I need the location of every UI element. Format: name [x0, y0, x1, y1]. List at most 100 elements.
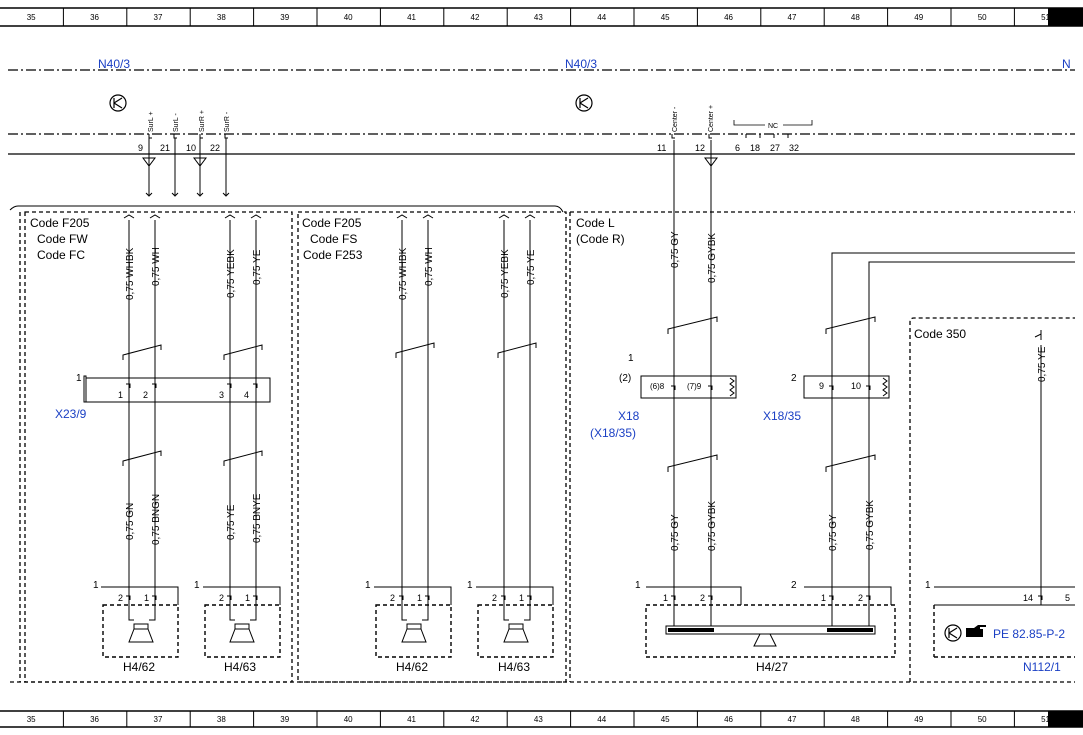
speaker-h4-63-mid	[476, 586, 554, 658]
amp-pin-10: 10	[186, 143, 196, 153]
amp-pin-32: 32	[789, 143, 799, 153]
amp-pin-18: 18	[750, 143, 760, 153]
ruler-label: 38	[217, 715, 226, 724]
h4-62-left-pin-1: 1	[144, 593, 149, 603]
n40-3-label-mid: N40/3	[565, 57, 597, 71]
ruler-label: 36	[90, 13, 99, 22]
connector-x18-35	[803, 375, 890, 399]
code-box-1-label: Code F205 Code FW Code FC	[30, 216, 90, 262]
h4-62-mid-pin-1: 1	[417, 593, 422, 603]
wire-color-label: 0,75 WHBK	[125, 247, 136, 300]
pin-label-center-minus: Center -	[672, 106, 679, 132]
wire-color-label: 0,75 YEBK	[226, 249, 237, 298]
svg-text:Code FS: Code FS	[310, 232, 357, 246]
wire-color-label: 0,75 BNYE	[252, 493, 263, 543]
pin-label-center-plus: Center +	[708, 105, 715, 132]
h4-27-pin-1a: 1	[663, 593, 668, 603]
x18-35-label: X18/35	[763, 409, 801, 423]
x23-9-index: 1	[76, 373, 82, 384]
pin-label-surl-plus: SurL +	[148, 111, 155, 132]
h4-63-left-index: 1	[194, 580, 200, 591]
ruler-label: 49	[914, 13, 923, 22]
wire-color-label: 0,75 BNGN	[151, 494, 162, 545]
amp-pin-11: 11	[657, 143, 666, 153]
svg-text:Code FC: Code FC	[37, 248, 85, 262]
connector-x18	[640, 375, 737, 399]
amp-pin-12: 12	[695, 143, 705, 153]
x23-9-pin-4: 4	[244, 390, 249, 400]
x18-index: 1	[628, 353, 634, 364]
h4-62-mid-index: 1	[365, 580, 371, 591]
ruler-label: 42	[471, 715, 480, 724]
n112-1-pin-14: 14	[1023, 593, 1033, 603]
n40-3-module	[8, 69, 1075, 155]
ruler-label: 50	[978, 715, 987, 724]
wire-color-label: 0,75 GYBK	[865, 500, 876, 550]
amp-pin-6: 6	[735, 143, 740, 153]
ground-icon	[575, 94, 593, 112]
n40-3-label-right: N	[1062, 57, 1071, 71]
h4-27-pin-2b: 2	[858, 593, 863, 603]
ruler-label: 35	[27, 715, 36, 724]
ruler-label: 41	[407, 715, 416, 724]
code-box-3-label: Code L (Code R)	[576, 216, 625, 246]
ruler-label: 46	[724, 13, 733, 22]
ruler-label: 39	[280, 13, 289, 22]
h4-63-mid-pin-2: 2	[492, 593, 497, 603]
h4-63-mid-label: H4/63	[498, 660, 530, 674]
h4-62-mid-pin-2: 2	[390, 593, 395, 603]
speaker-wires	[128, 140, 1075, 600]
pin-label-surl-minus: SurL -	[173, 113, 180, 132]
x18-pin-9: (7)9	[687, 382, 702, 391]
svg-text:Code FW: Code FW	[37, 232, 88, 246]
h4-27-index-2: 2	[791, 580, 797, 591]
wire-color-label: 0,75 YE	[526, 249, 537, 285]
amp-pin-22: 22	[210, 143, 220, 153]
n112-1-pin-5: 5	[1065, 593, 1070, 603]
wire-color-label: 0,75 WH	[424, 247, 435, 286]
x23-9-pin-1: 1	[118, 390, 123, 400]
ruler-label: 40	[344, 715, 353, 724]
x18-35-pin-10: 10	[851, 381, 861, 391]
ruler-label: 44	[597, 715, 606, 724]
ruler-label: 47	[788, 13, 797, 22]
ground-icon	[109, 94, 127, 112]
ruler-label: 49	[914, 715, 923, 724]
wire-end-markers	[123, 214, 1042, 340]
ruler-label: 47	[788, 715, 797, 724]
svg-text:Code F205: Code F205	[30, 216, 90, 230]
x23-9-pin-2: 2	[143, 390, 148, 400]
h4-27-pin-2a: 2	[700, 593, 705, 603]
svg-text:(Code R): (Code R)	[576, 232, 625, 246]
ruler-label: 48	[851, 715, 860, 724]
h4-62-left-label: H4/62	[123, 660, 155, 674]
svg-text:Code L: Code L	[576, 216, 615, 230]
wire-color-label: 0,75 YE	[252, 249, 263, 285]
code-box-2-label: Code F205 Code FS Code F253	[302, 216, 363, 262]
ruler-label: 36	[90, 715, 99, 724]
svg-text:Code F253: Code F253	[303, 248, 363, 262]
wire-color-label: 0,75 GYBK	[707, 501, 718, 551]
wire-color-label: 0,75 GY	[670, 231, 681, 268]
ruler-label: 43	[534, 715, 543, 724]
ruler-label: 35	[27, 13, 36, 22]
pin-label-surr-plus: SurR +	[199, 110, 206, 132]
code-box-4-label: Code 350	[914, 327, 966, 341]
nc-label: NC	[768, 123, 778, 130]
code-box-borders	[10, 211, 1075, 683]
wire-color-label: 0,75 YE	[226, 504, 237, 540]
wire-color-label: 0,75 GYBK	[707, 233, 718, 283]
wire-color-label: 0,75 GY	[828, 514, 839, 551]
pin-label-surr-minus: SurR -	[224, 111, 231, 132]
h4-27-pin-1b: 1	[821, 593, 826, 603]
n112-1-index: 1	[925, 580, 931, 591]
ruler-label: 45	[661, 715, 670, 724]
ruler-label: 50	[978, 13, 987, 22]
ruler-label: 46	[724, 715, 733, 724]
ruler-label: 38	[217, 13, 226, 22]
wire-color-label: 0,75 GN	[125, 503, 136, 540]
pointing-hand-icon	[966, 625, 986, 637]
